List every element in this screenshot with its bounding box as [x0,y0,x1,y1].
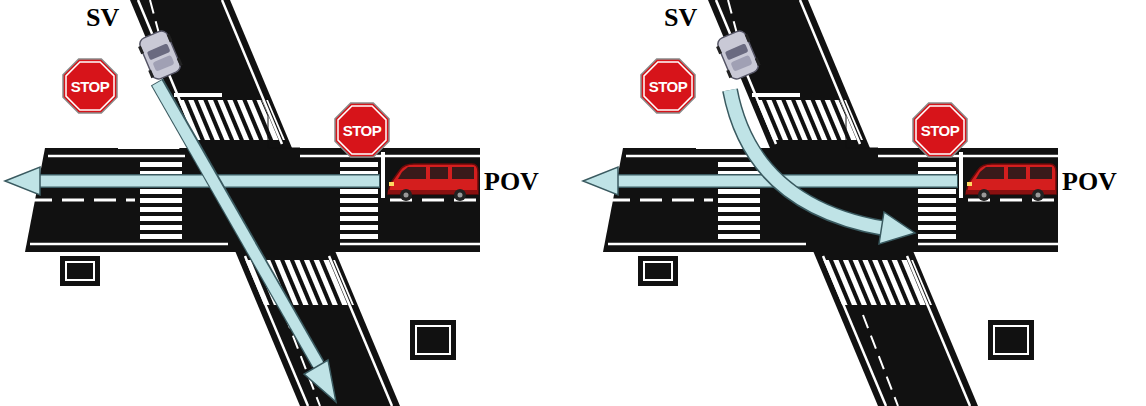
sign-text: STOP [62,58,118,114]
sign-text: STOP [912,102,968,158]
vehicle-label: SV [664,4,697,33]
turn-arrow [730,90,915,244]
sign-text: STOP [640,58,696,114]
stop-sign: STOP [334,102,390,158]
vehicle-label: POV [484,168,539,197]
path-arrow [5,167,380,195]
vehicle-label: SV [86,4,119,33]
sign-text: STOP [334,102,390,158]
vehicle-label: POV [1062,168,1117,197]
stop-sign: STOP [640,58,696,114]
stop-sign: STOP [62,58,118,114]
stop-sign: STOP [912,102,968,158]
path-arrow [157,82,336,402]
